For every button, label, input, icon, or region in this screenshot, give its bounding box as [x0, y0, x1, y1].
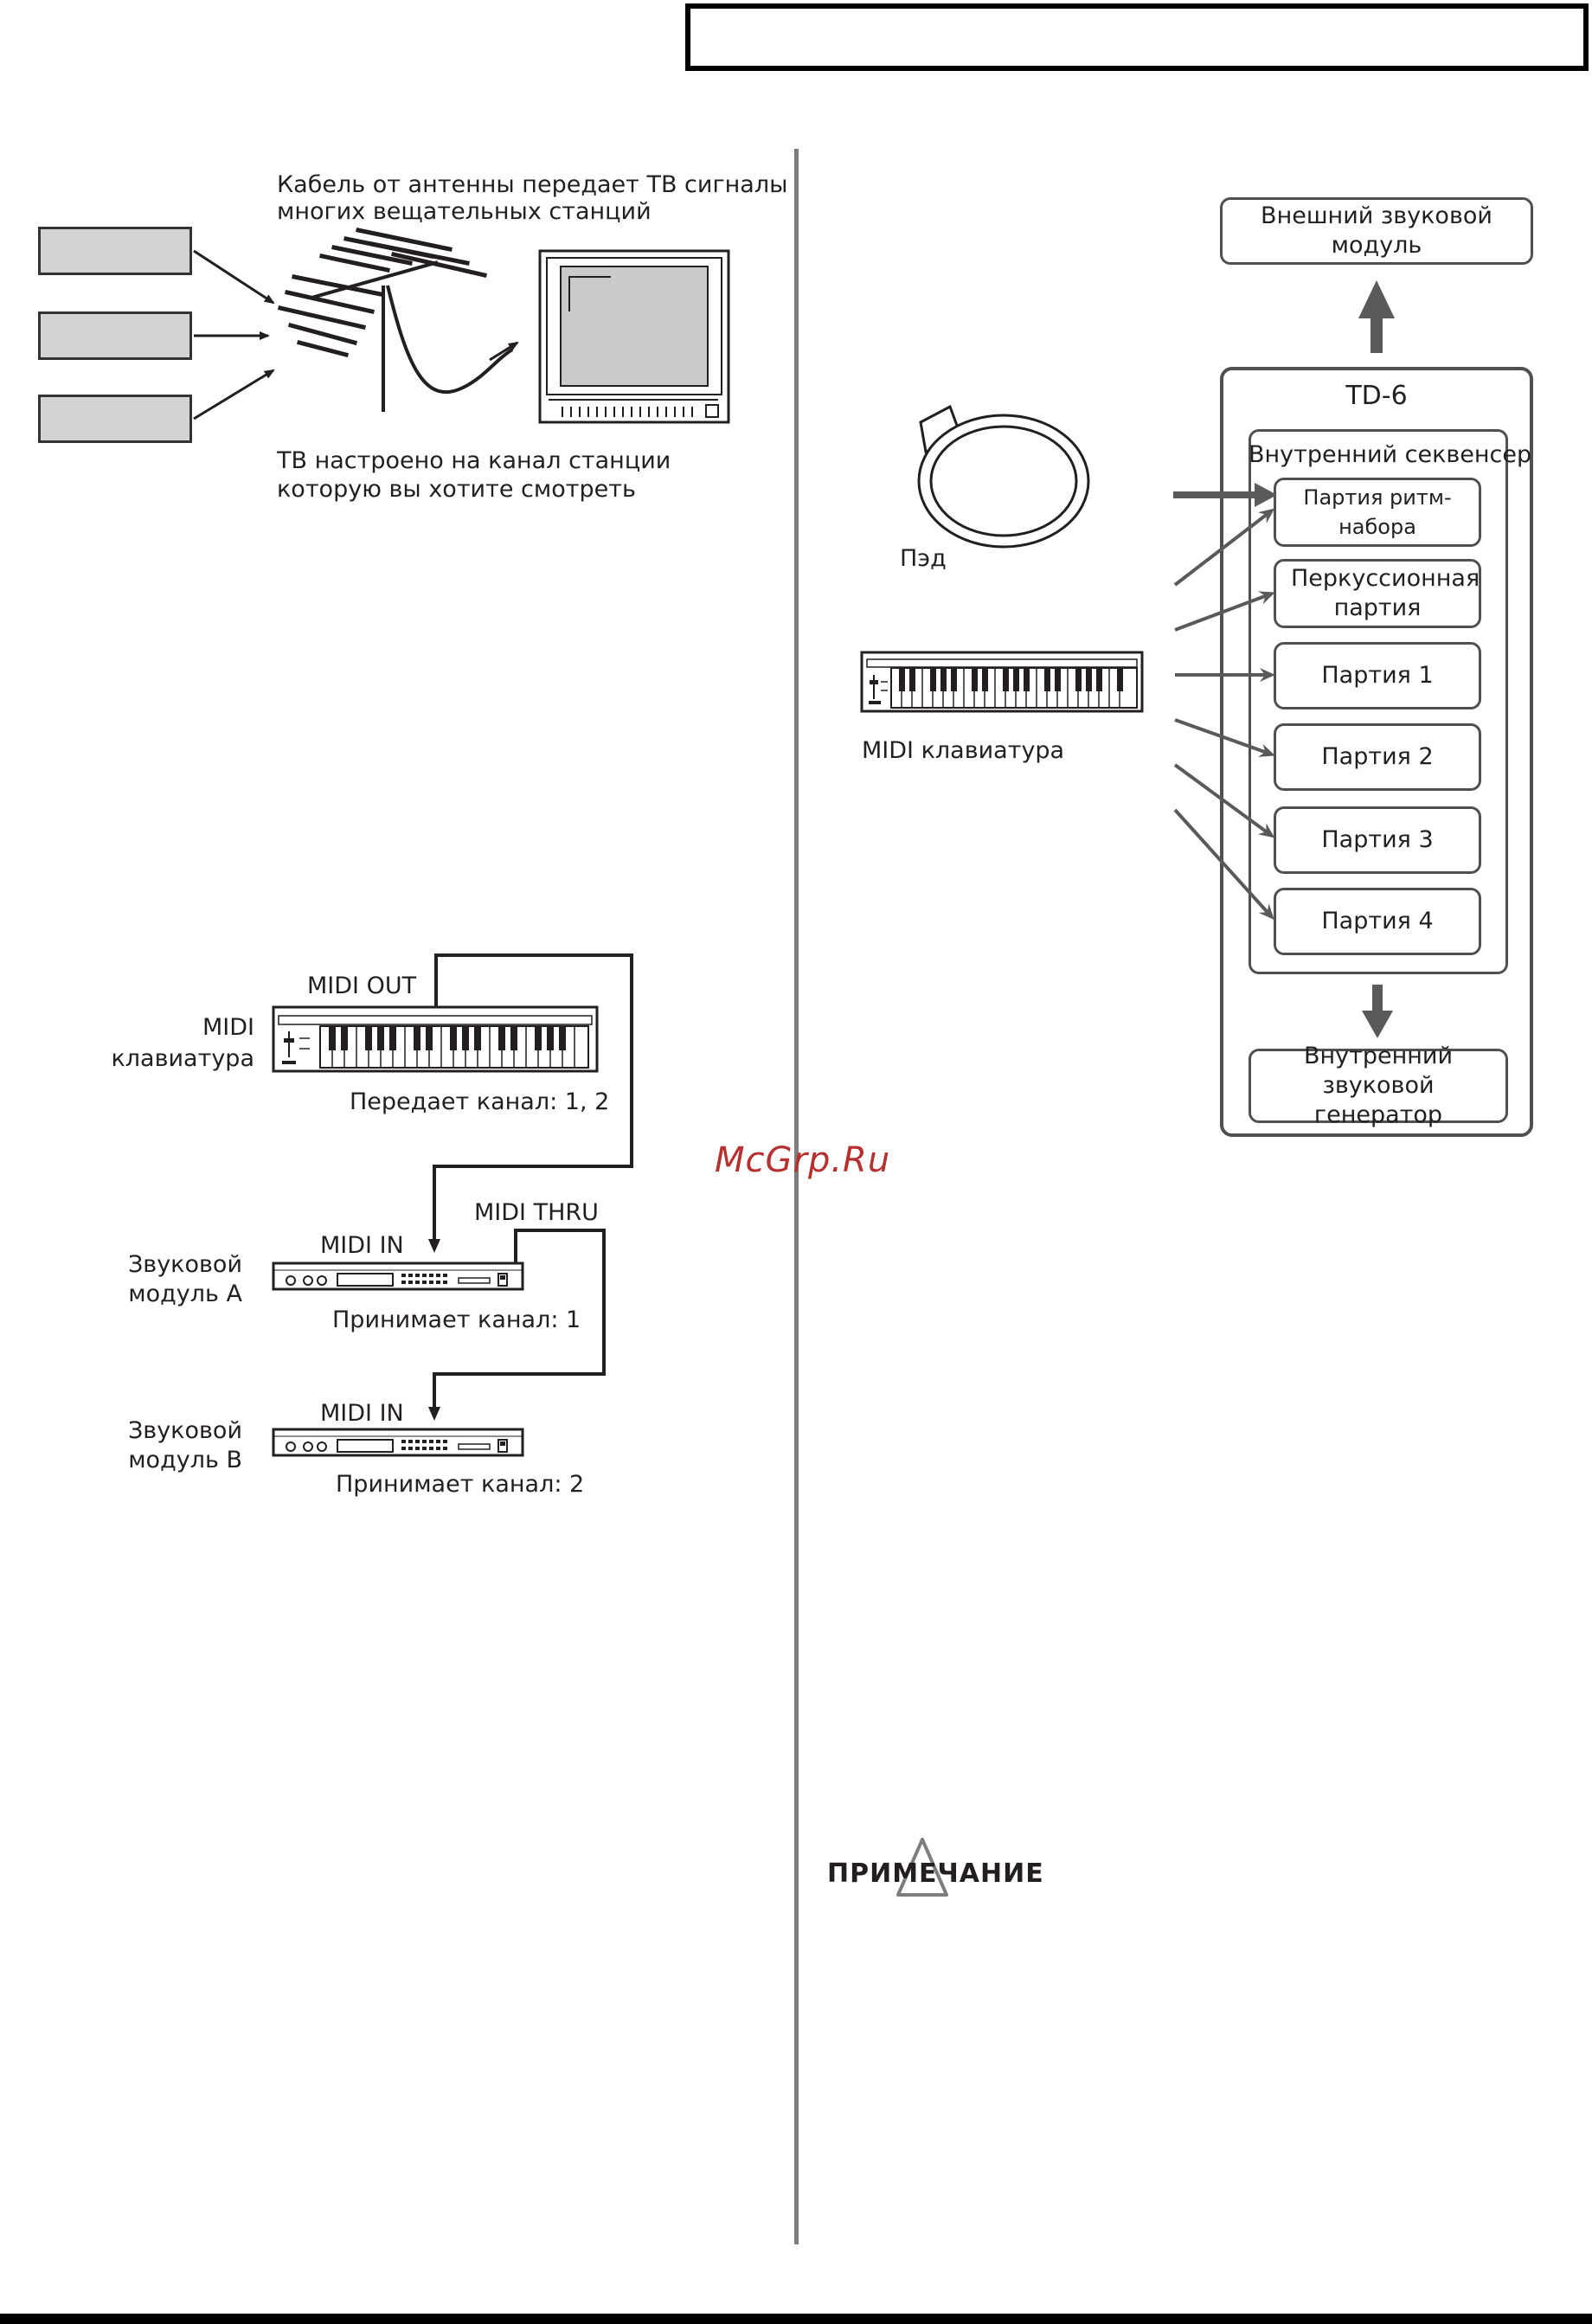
column-divider	[794, 149, 799, 2244]
right-keyboard-label: MIDI клавиатура	[862, 737, 1065, 764]
midi-thru-label: MIDI THRU	[474, 1199, 599, 1226]
part-label-2: Партия 2	[1321, 743, 1434, 770]
midi-out-label: MIDI OUT	[307, 973, 417, 999]
arrow-down-to-generator	[1372, 985, 1383, 1014]
keyboard-label-line1: MIDI	[202, 1014, 254, 1041]
module-a-receive-label: Принимает канал: 1	[332, 1306, 581, 1333]
watermark: McGrp.Ru	[715, 1140, 891, 1180]
midi-keyboard-right-illustration	[860, 651, 1144, 713]
cable-caption-line2: многих вещательных станций	[277, 198, 652, 225]
note-heading: ПРИМЕЧАНИЕ	[827, 1859, 1044, 1889]
module-a-label-line2: модуль A	[128, 1281, 242, 1307]
part-label-1: Партия 1	[1321, 662, 1434, 689]
module-b-midi-in-label: MIDI IN	[320, 1400, 404, 1427]
td6-diagram-arrows	[860, 280, 1395, 1038]
part-box-percussion: Перкуссионная партия	[1274, 559, 1481, 628]
module-b-receive-label: Принимает канал: 2	[336, 1471, 585, 1498]
arrow-up-to-external	[1371, 317, 1383, 353]
tv-antenna-illustration	[193, 228, 730, 424]
module-b-label-line1: Звуковой	[127, 1417, 242, 1444]
part-label-3: Партия 3	[1321, 826, 1434, 853]
broadcast-station-1	[38, 227, 192, 275]
external-module-label: Внешний звуковой модуль	[1261, 202, 1492, 259]
tuned-caption-line1: ТВ настроено на канал станции	[277, 447, 671, 474]
td6-frame	[1220, 367, 1533, 1137]
cable-caption-line1: Кабель от антенны передает ТВ сигналы	[277, 171, 788, 198]
internal-generator-box: Внутренний звуковой генератор	[1249, 1043, 1508, 1128]
transmit-channels-label: Передает канал: 1, 2	[350, 1088, 610, 1115]
bottom-bar	[0, 2314, 1592, 2324]
part-label-rhythm: Партия ритм-набора	[1303, 485, 1452, 539]
internal-generator-label: Внутренний звуковой генератор	[1303, 1043, 1454, 1128]
drum-pad-illustration	[917, 404, 1090, 549]
module-a-midi-in-label: MIDI IN	[320, 1232, 404, 1259]
part-label-4: Партия 4	[1321, 908, 1434, 934]
tuned-caption-line2: которую вы хотите смотреть	[277, 476, 636, 503]
part-box-4: Партия 4	[1274, 888, 1481, 955]
sequencer-frame	[1249, 429, 1508, 974]
part-box-2: Партия 2	[1274, 723, 1481, 791]
part-box-rhythm: Партия ритм-набора	[1274, 478, 1481, 547]
sound-module-a-illustration	[272, 1262, 524, 1291]
note-warning-icon	[896, 1838, 948, 1897]
broadcast-station-3	[38, 395, 192, 443]
external-module-box: Внешний звуковой модуль	[1220, 197, 1533, 265]
part-label-percussion: Перкуссионная партия	[1291, 565, 1480, 621]
sequencer-label: Внутренний секвенсер	[1249, 441, 1532, 468]
pad-label: Пэд	[900, 545, 947, 572]
module-b-label-line2: модуль B	[128, 1447, 242, 1473]
midi-keyboard-left-illustration	[272, 1005, 599, 1073]
keyboard-label-line2: клавиатура	[111, 1045, 254, 1072]
part-box-3: Партия 3	[1274, 806, 1481, 874]
sound-module-b-illustration	[272, 1428, 524, 1457]
td6-label: TD-6	[1345, 381, 1408, 411]
broadcast-station-2	[38, 311, 192, 360]
header-box	[685, 3, 1589, 71]
midi-chain-diagram	[272, 953, 633, 1457]
module-a-label-line1: Звуковой	[127, 1251, 242, 1278]
